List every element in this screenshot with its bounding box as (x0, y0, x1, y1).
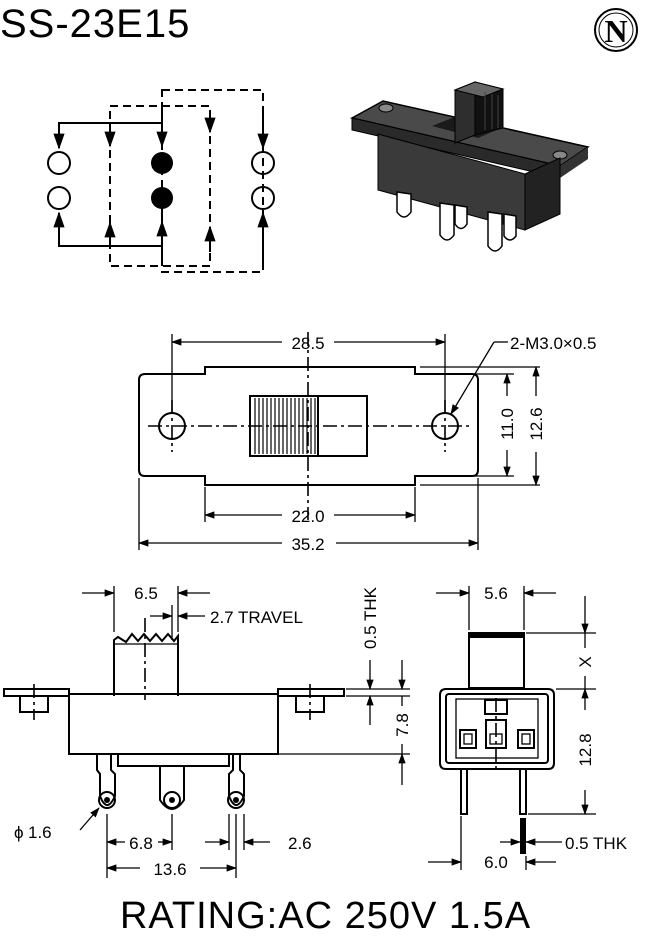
brand-logo: N (594, 8, 638, 52)
top-view-drawing (138, 332, 479, 520)
schematic-dashed-frames (109, 89, 264, 273)
dim-width-label: 28.5 (291, 334, 324, 353)
side-view-dimensions: 6.5 2.7 TRAVEL 0.5 THK 7.8 ϕ 1.6 6.8 2.6… (14, 584, 412, 879)
brand-letter: N (604, 13, 627, 49)
dim-span-label: 13.6 (153, 860, 186, 879)
end-view-dimensions: 5.6 X 12.8 0.5 THK 6.0 (428, 584, 628, 872)
switch-schematic (47, 89, 275, 273)
dim-pin-width-label: 2.6 (288, 834, 312, 853)
dim-end-height-label: 12.8 (576, 733, 595, 766)
dim-end-width-label: 5.6 (484, 584, 508, 603)
dim-phi-symbol: ϕ (14, 823, 24, 842)
dim-pin-span-label: 6.0 (484, 853, 508, 872)
dim-pitch-label: 6.8 (129, 834, 153, 853)
dim-height-label: 7.8 (393, 713, 412, 737)
dim-slot-label: 22.0 (291, 507, 324, 526)
end-view-drawing (439, 632, 555, 854)
dim-total-label: 35.2 (291, 535, 324, 554)
dim-11-label: 11.0 (498, 408, 517, 440)
side-view-drawing (3, 618, 345, 810)
dim-thk-label: 0.5 THK (361, 586, 380, 649)
dim-12-6-label: 12.6 (527, 407, 546, 440)
top-view-dimensions: 28.5 2-M3.0×0.5 11.0 12.6 22.0 35.2 (137, 334, 596, 554)
switch-product-illustration (349, 81, 590, 252)
rating-label: RATING:AC 250V 1.5A (119, 895, 532, 937)
dim-end-thk-label: 0.5 THK (565, 834, 628, 853)
dim-pin-dia-label: 1.6 (28, 823, 52, 842)
dim-x-label: X (576, 656, 595, 667)
dim-travel-label: 2.7 TRAVEL (210, 608, 303, 627)
dim-actuator-label: 6.5 (134, 584, 158, 603)
side-view-pins (96, 754, 245, 810)
dim-hole-spec-label: 2-M3.0×0.5 (510, 334, 596, 353)
part-number-title: SS-23E15 (0, 2, 191, 46)
